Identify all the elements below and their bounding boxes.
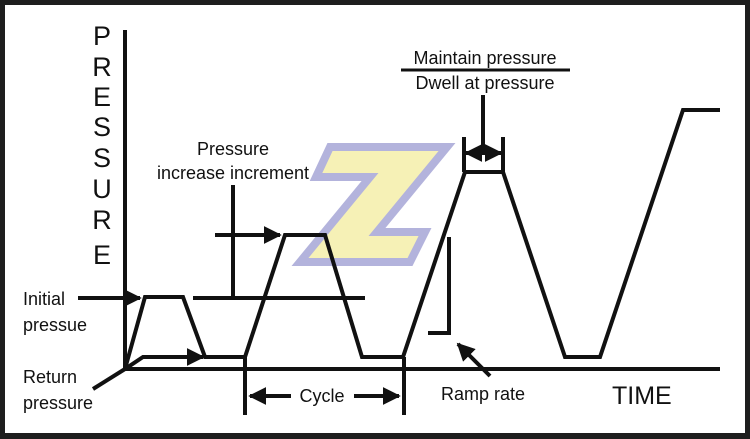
- initial-pressure-label-line1: Initial: [23, 289, 65, 309]
- y-label-letter: P: [93, 21, 111, 51]
- pressure-waveform: [123, 108, 720, 370]
- watermark-logo: [291, 143, 456, 266]
- y-label-letter: U: [92, 174, 112, 204]
- increment-label-line1: Pressure: [197, 139, 269, 159]
- y-label-letter: R: [92, 52, 112, 82]
- dwell-label: Dwell at pressure: [415, 73, 554, 93]
- maintain-pressure-label: Maintain pressure: [413, 48, 556, 68]
- increment-label-line2: increase increment: [157, 163, 309, 183]
- cycle-label: Cycle: [299, 386, 344, 406]
- x-axis-label: TIME: [612, 382, 672, 410]
- ramp-rate-bracket: [428, 237, 451, 335]
- y-label-letter: E: [93, 240, 111, 270]
- ramp-rate-arrow: [456, 342, 492, 378]
- return-pressure-label-line2: pressure: [23, 393, 93, 413]
- y-label-letter: S: [93, 143, 111, 173]
- y-label-letter: S: [93, 112, 111, 142]
- return-pressure-label-line1: Return: [23, 367, 77, 387]
- return-pressure-arrow: [123, 348, 205, 371]
- return-pressure-leader: [91, 367, 127, 391]
- y-label-letter: R: [92, 205, 112, 235]
- y-label-letter: E: [93, 82, 111, 112]
- initial-pressure-label-line2: pressue: [23, 315, 87, 335]
- ramp-rate-label: Ramp rate: [441, 384, 525, 404]
- y-axis-label: P R E S S U R E: [92, 21, 112, 270]
